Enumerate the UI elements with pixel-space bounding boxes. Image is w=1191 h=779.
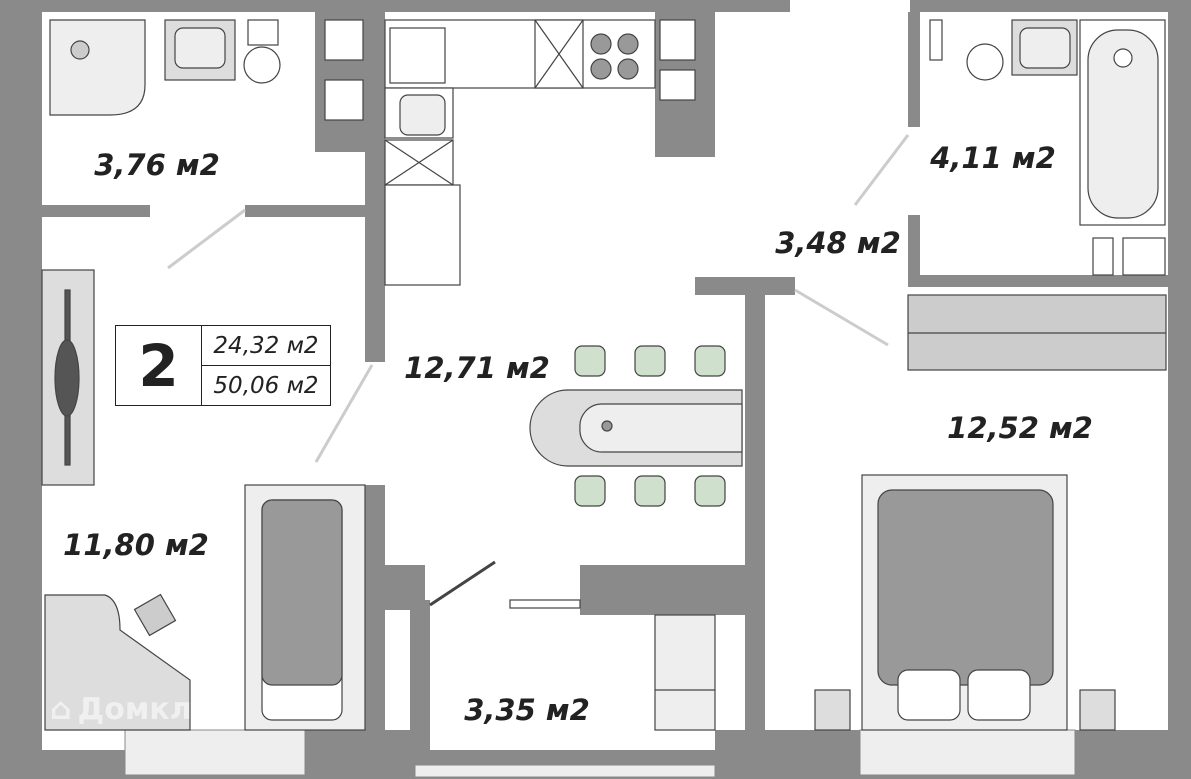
watermark: ⌂ Домклик xyxy=(50,692,233,727)
watermark-text: Домклик xyxy=(77,692,234,727)
house-logo-icon: ⌂ xyxy=(50,692,72,727)
windows xyxy=(124,729,1076,778)
room-area-bathroom-left: 3,76 м2 xyxy=(94,148,220,182)
doors xyxy=(167,134,910,607)
apartment-summary: 2 24,32 м2 50,06 м2 xyxy=(115,325,331,406)
room-area-bedroom-right: 12,52 м2 xyxy=(947,411,1093,445)
furniture xyxy=(41,19,1167,731)
room-area-bedroom-left: 11,80 м2 xyxy=(63,528,209,562)
living-area: 24,32 м2 xyxy=(202,326,330,366)
room-area-storage: 3,35 м2 xyxy=(464,693,590,727)
room-area-bathroom-right: 4,11 м2 xyxy=(930,141,1056,175)
room-count: 2 xyxy=(116,326,202,405)
room-area-kitchen-living: 12,71 м2 xyxy=(404,351,550,385)
total-area: 50,06 м2 xyxy=(213,372,319,399)
room-area-hallway: 3,48 м2 xyxy=(775,226,901,260)
